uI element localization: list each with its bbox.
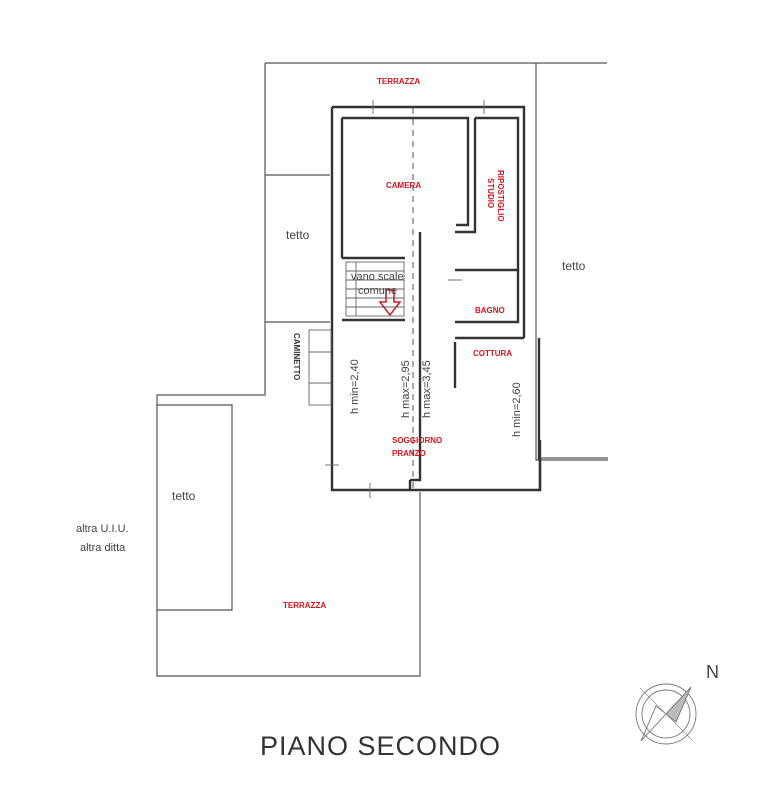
room-label-terrazza-top: TERRAZZA bbox=[377, 77, 420, 86]
label-vano-scale: vano scale bbox=[351, 271, 404, 283]
fireplace bbox=[308, 329, 332, 406]
north-label: N bbox=[706, 662, 719, 682]
room-label-pranzo: PRANZO bbox=[392, 449, 426, 458]
label-altra-uiu: altra U.I.U. bbox=[76, 523, 129, 535]
room-label-ripostiglio: RIPOSTIGLIO bbox=[496, 170, 505, 222]
label-tetto-right: tetto bbox=[562, 259, 586, 273]
label-h-max-1: h max=2,95 bbox=[400, 360, 412, 418]
room-label-camera: CAMERA bbox=[386, 181, 421, 190]
label-tetto-lower: tetto bbox=[172, 489, 196, 503]
north-compass-icon bbox=[635, 683, 697, 745]
label-h-max-2: h max=3,45 bbox=[421, 360, 433, 418]
apartment-walls bbox=[330, 105, 542, 492]
room-label-caminetto: CAMINETTO bbox=[292, 333, 301, 380]
room-label-cottura: COTTURA bbox=[473, 349, 512, 358]
label-altra-ditta: altra ditta bbox=[80, 542, 126, 554]
page-title: PIANO SECONDO bbox=[260, 731, 501, 761]
label-h-min-right: h min=2,60 bbox=[511, 382, 523, 437]
outer-outlines bbox=[156, 62, 608, 677]
entrance-arrow-icon bbox=[378, 289, 402, 317]
door-ticks bbox=[325, 100, 485, 498]
room-label-terrazza-bottom: TERRAZZA bbox=[283, 601, 326, 610]
room-label-studio: STUDIO bbox=[486, 178, 495, 208]
label-comune: comune bbox=[358, 285, 397, 297]
label-h-min-left: h min=2,40 bbox=[349, 359, 361, 414]
room-label-soggiorno: SOGGIORNO bbox=[392, 436, 442, 445]
room-label-bagno: BAGNO bbox=[475, 306, 505, 315]
label-tetto-left: tetto bbox=[286, 228, 310, 242]
